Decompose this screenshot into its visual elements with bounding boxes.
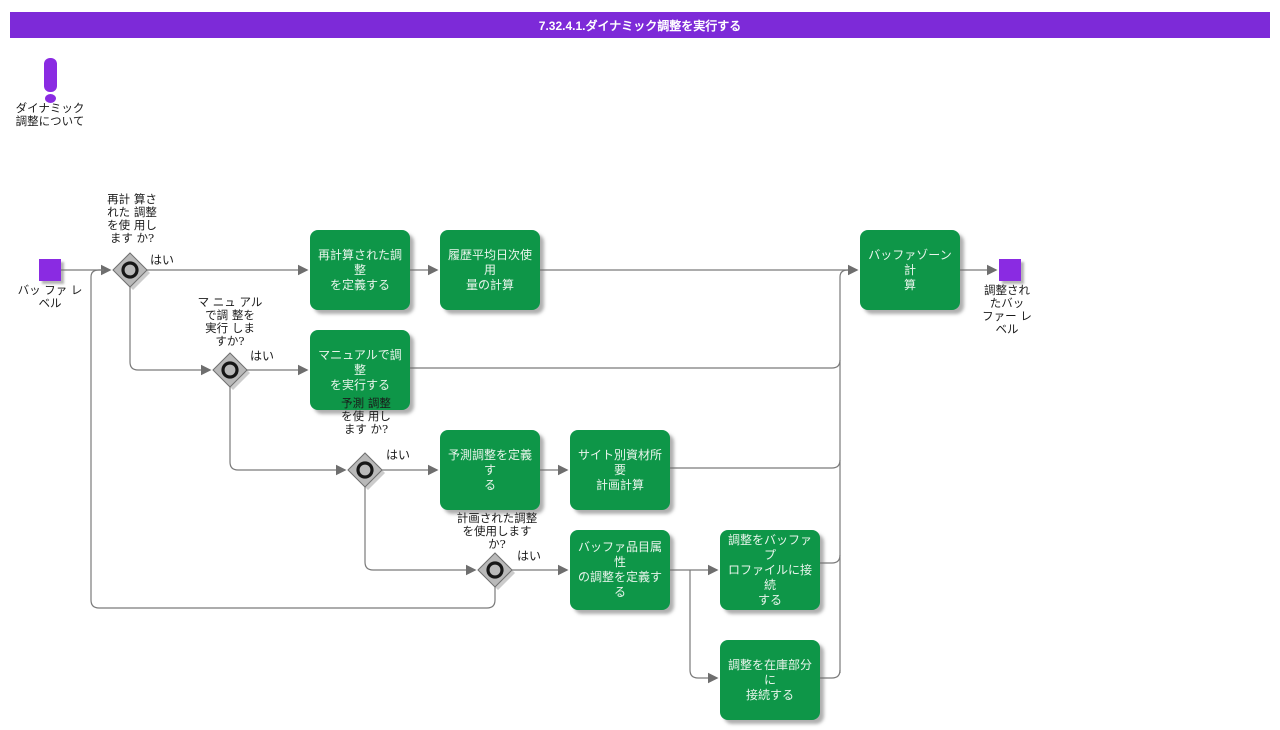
task-calc-historical-average-daily-usage[interactable]: 履歴平均日次使用 量の計算 <box>440 230 540 310</box>
gateway-question-2: マ ニュ アル で調 整を 実行 しま すか? <box>197 295 263 348</box>
gateway-question-4: 計画された調整 を使用します か? <box>456 511 538 551</box>
start-event-buffer-level[interactable] <box>39 259 61 281</box>
yes-label-gw2: はい <box>250 349 275 363</box>
task-calc-site-material-requirements[interactable]: サイト別資材所要 計画計算 <box>570 430 670 510</box>
yes-label-gw1: はい <box>150 253 175 267</box>
page-title: 7.32.4.1.ダイナミック調整を実行する <box>10 12 1270 38</box>
task-define-buffer-item-attribute-adjustments[interactable]: バッファ品目属性 の調整を定義する <box>570 530 670 610</box>
task-define-recalculated-adjustments[interactable]: 再計算された調整 を定義する <box>310 230 410 310</box>
task-execute-adjustments-manually[interactable]: マニュアルで調整 を実行する <box>310 330 410 410</box>
connector-merge-vertical <box>839 269 849 673</box>
gateway-use-recalculated-adjustments[interactable] <box>112 252 150 290</box>
end-event-label: 調整され たバッ ファー レ ベル <box>982 283 1032 336</box>
gateway-execute-manual-adjustments[interactable] <box>212 352 250 390</box>
gateway-question-3: 予測 調整 を使 用し ます か? <box>341 396 391 436</box>
end-event-adjusted-buffer-level[interactable] <box>999 259 1021 281</box>
gateway-question-1: 再計 算さ れた 調整 を使 用し ます か? <box>107 192 157 245</box>
exclamation-icon-dot <box>45 94 56 103</box>
connector-manual-to-merge <box>410 359 841 369</box>
yes-label-gw3: はい <box>386 448 411 462</box>
connector-gw1-no-to-gw2 <box>129 287 212 376</box>
note-label[interactable]: ダイナミック 調整について <box>15 101 85 128</box>
connector-profile-to-merge <box>820 554 841 564</box>
connector-inventory-to-merge <box>820 669 841 679</box>
connector-sitemrp-to-merge <box>670 459 841 469</box>
gateway-use-planned-adjustments[interactable] <box>477 552 515 590</box>
connector-gw3-no-to-gw4 <box>364 487 477 576</box>
exclamation-icon <box>44 58 57 92</box>
start-event-label: バッ ファ レ ベル <box>17 283 83 310</box>
yes-label-gw4: はい <box>517 549 542 563</box>
connector-bufferitem-to-inventory <box>689 570 719 684</box>
task-calc-buffer-zones[interactable]: バッファゾーン計 算 <box>860 230 960 310</box>
connector-gw2-no-to-gw3 <box>229 387 347 476</box>
task-define-forecast-adjustments[interactable]: 予測調整を定義す る <box>440 430 540 510</box>
connector-gw4-no-return-loop <box>90 269 496 609</box>
task-connect-adjustment-to-inventory-part[interactable]: 調整を在庫部分に 接続する <box>720 640 820 720</box>
task-connect-adjustment-to-buffer-profile[interactable]: 調整をバッファ プ ロファイルに接続 する <box>720 530 820 610</box>
gateway-use-forecast-adjustments[interactable] <box>347 452 385 490</box>
